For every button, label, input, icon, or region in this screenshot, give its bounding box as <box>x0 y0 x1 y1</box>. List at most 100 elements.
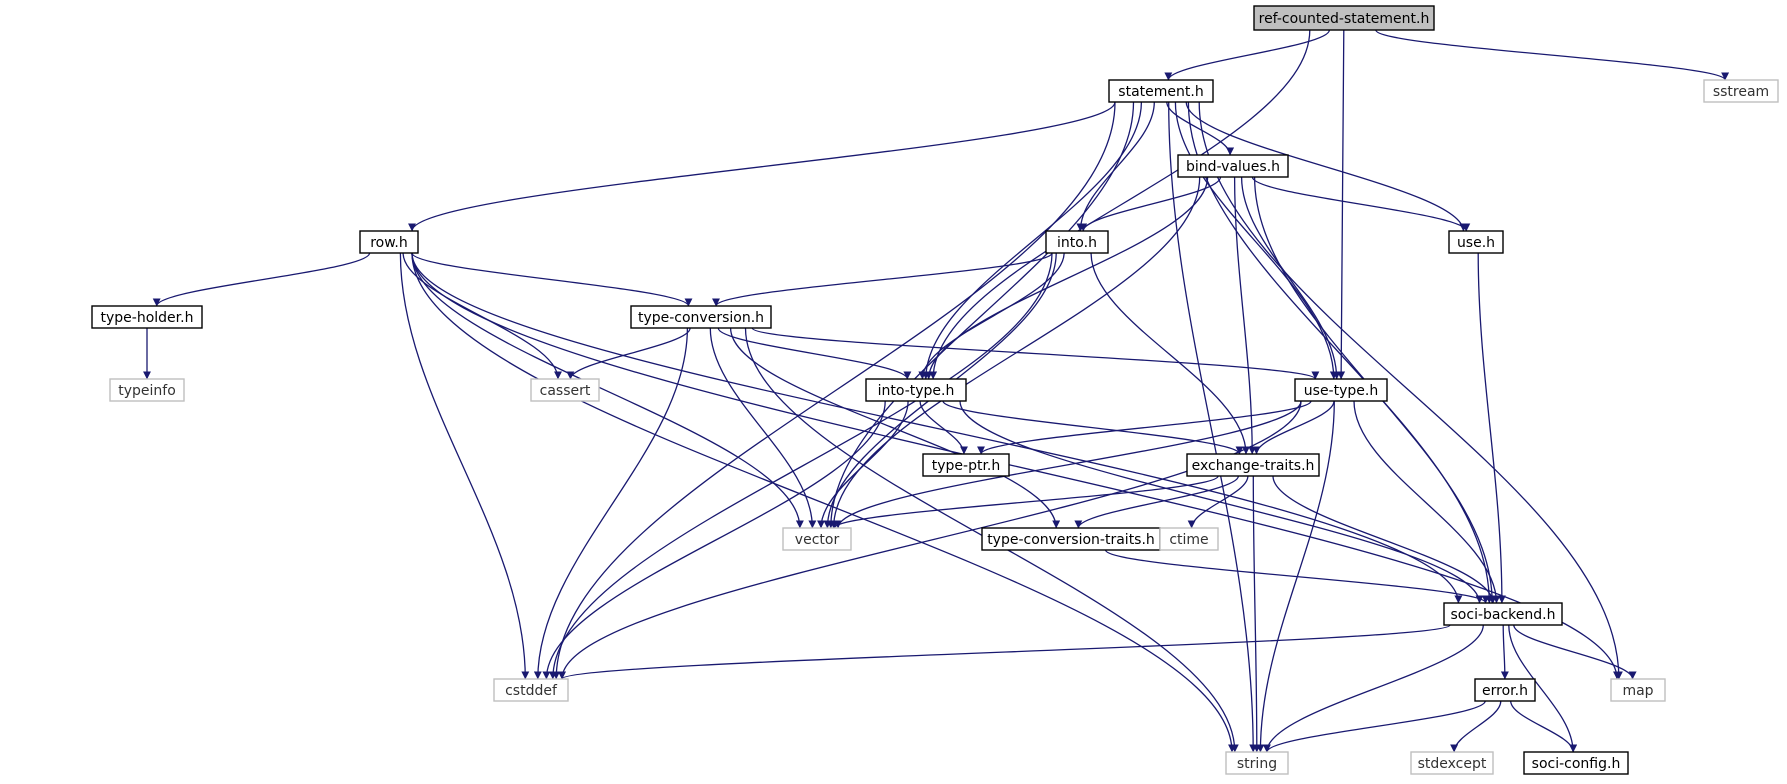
edge-row-to-type-holder <box>152 252 371 307</box>
node-typeinfo-label: typeinfo <box>118 383 176 399</box>
edge-use-type-to-exchange-traits <box>1252 400 1335 455</box>
node-ref-counted-statement-label: ref-counted-statement.h <box>1259 11 1430 27</box>
edge-into-type-to-cstddef <box>542 400 886 680</box>
node-row-box <box>359 230 419 254</box>
node-ref-counted-statement[interactable]: ref-counted-statement.h <box>1253 5 1435 31</box>
node-use-type-label: use-type.h <box>1304 383 1378 399</box>
node-use-label: use.h <box>1457 235 1495 251</box>
node-typeinfo-box <box>109 378 185 402</box>
edge-statement-to-cstddef <box>552 101 1116 680</box>
node-type-conversion-box <box>630 305 772 329</box>
edge-type-conversion-to-into-type <box>717 327 912 380</box>
node-exchange-traits-box <box>1186 453 1320 477</box>
edge-type-conversion-to-cstddef <box>533 327 689 680</box>
node-cstddef-label: cstddef <box>505 683 558 699</box>
edge-use-type-to-soci-backend <box>1353 400 1501 604</box>
node-error[interactable]: error.h <box>1474 678 1536 702</box>
edge-use-to-soci-backend <box>1477 252 1506 604</box>
node-soci-backend-box <box>1443 602 1563 626</box>
node-error-label: error.h <box>1482 683 1528 699</box>
edge-ref-counted-statement-to-sstream <box>1375 29 1729 81</box>
node-soci-backend[interactable]: soci-backend.h <box>1443 602 1563 626</box>
node-string[interactable]: string <box>1225 751 1289 775</box>
node-sstream[interactable]: sstream <box>1703 79 1779 103</box>
edge-bind-values-to-use <box>1251 176 1471 232</box>
node-statement-label: statement.h <box>1118 84 1203 100</box>
edge-row-to-string <box>411 252 1236 753</box>
node-type-holder-label: type-holder.h <box>101 310 194 326</box>
edge-ref-counted-statement-to-use-type <box>1337 29 1346 380</box>
edge-type-conversion-to-vector <box>709 327 817 529</box>
node-type-ptr[interactable]: type-ptr.h <box>922 453 1010 477</box>
node-soci-config-box <box>1523 751 1629 775</box>
edge-soci-backend-to-cstddef <box>558 624 1451 680</box>
edge-type-conversion-to-cassert <box>566 327 691 380</box>
edge-exchange-traits-to-soci-backend <box>1272 475 1497 604</box>
edge-bind-values-to-exchange-traits <box>1233 176 1257 455</box>
node-bind-values-label: bind-values.h <box>1186 159 1280 175</box>
node-cstddef[interactable]: cstddef <box>493 678 569 702</box>
edge-statement-to-into-type <box>921 101 1143 380</box>
edge-error-to-stdexcept <box>1450 700 1502 753</box>
edge-bind-values-to-use-type <box>1240 176 1341 380</box>
node-map[interactable]: map <box>1610 678 1666 702</box>
edge-statement-to-row <box>408 101 1116 232</box>
node-sstream-box <box>1703 79 1779 103</box>
node-use[interactable]: use.h <box>1448 230 1504 254</box>
node-stdexcept-label: stdexcept <box>1418 756 1487 772</box>
node-into-type-label: into-type.h <box>878 383 955 399</box>
node-soci-config[interactable]: soci-config.h <box>1523 751 1629 775</box>
edge-error-to-soci-config <box>1510 700 1578 753</box>
edge-use-type-to-type-ptr <box>977 400 1312 455</box>
edge-into-type-to-exchange-traits <box>942 400 1244 455</box>
node-use-type-box <box>1294 378 1388 402</box>
node-typeinfo[interactable]: typeinfo <box>109 378 185 402</box>
node-into[interactable]: into.h <box>1045 230 1109 254</box>
edge-statement-to-vector <box>826 101 1135 529</box>
edge-type-conversion-to-type-conversion-traits <box>729 327 1061 529</box>
node-type-conversion-traits-label: type-conversion-traits.h <box>987 532 1155 548</box>
node-into-box <box>1045 230 1109 254</box>
edge-row-to-soci-backend <box>411 252 1463 604</box>
node-statement-box <box>1108 79 1214 103</box>
node-type-conversion[interactable]: type-conversion.h <box>630 305 772 329</box>
node-ctime[interactable]: ctime <box>1159 527 1219 551</box>
edge-ref-counted-statement-to-into-type <box>929 29 1311 380</box>
edge-ref-counted-statement-to-statement <box>1164 29 1331 81</box>
node-exchange-traits-label: exchange-traits.h <box>1192 458 1315 474</box>
node-stdexcept[interactable]: stdexcept <box>1410 751 1494 775</box>
edge-soci-backend-to-map <box>1513 624 1637 680</box>
edge-into-type-to-type-ptr <box>919 400 968 455</box>
edge-soci-backend-to-string <box>1262 624 1484 753</box>
node-use-type[interactable]: use-type.h <box>1294 378 1388 402</box>
node-cassert[interactable]: cassert <box>530 378 600 402</box>
node-row[interactable]: row.h <box>359 230 419 254</box>
node-ref-counted-statement-box <box>1253 5 1435 31</box>
edge-row-to-type-conversion <box>411 252 693 307</box>
node-statement[interactable]: statement.h <box>1108 79 1214 103</box>
edge-type-conversion-to-use-type <box>751 327 1320 380</box>
edge-statement-to-into <box>1076 101 1155 232</box>
node-exchange-traits[interactable]: exchange-traits.h <box>1186 453 1320 477</box>
edge-statement-to-use-type <box>1174 101 1338 380</box>
node-cassert-box <box>530 378 600 402</box>
edge-use-type-to-cstddef <box>558 400 1302 680</box>
node-vector[interactable]: vector <box>782 527 852 551</box>
node-cstddef-box <box>493 678 569 702</box>
edge-exchange-traits-to-string <box>1252 475 1261 753</box>
file-nodes: ref-counted-statement.h statement.h sstrea… <box>91 5 1779 775</box>
edge-statement-to-map <box>1198 101 1623 680</box>
node-into-type[interactable]: into-type.h <box>865 378 967 402</box>
node-soci-config-label: soci-config.h <box>1532 756 1621 772</box>
edge-type-conversion-traits-to-soci-backend <box>1104 549 1490 604</box>
node-type-holder[interactable]: type-holder.h <box>91 305 203 329</box>
node-error-box <box>1474 678 1536 702</box>
node-bind-values[interactable]: bind-values.h <box>1177 154 1289 178</box>
edge-exchange-traits-to-type-conversion-traits <box>1074 475 1240 529</box>
node-type-conversion-traits[interactable]: type-conversion-traits.h <box>981 527 1161 551</box>
node-map-label: map <box>1622 683 1653 699</box>
node-into-label: into.h <box>1057 235 1097 251</box>
node-soci-backend-label: soci-backend.h <box>1451 607 1556 623</box>
edge-into-to-cstddef <box>548 252 1053 680</box>
edge-row-to-vector <box>411 252 804 529</box>
